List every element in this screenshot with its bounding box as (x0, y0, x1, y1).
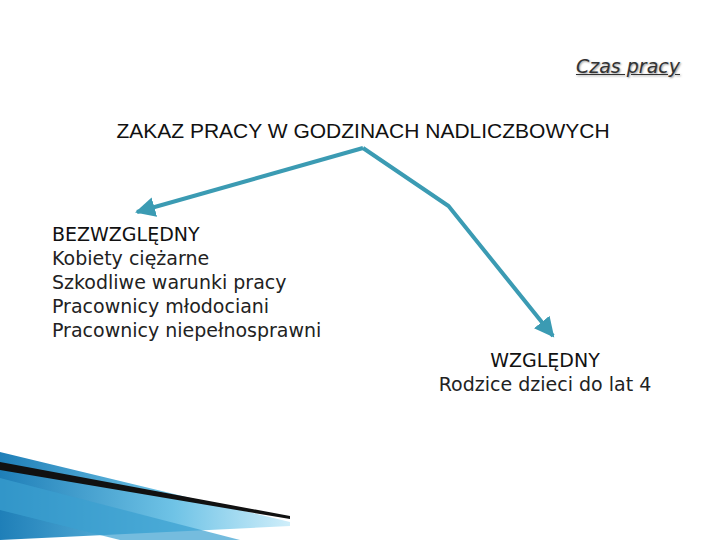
node-item: Pracownicy młodociani (52, 294, 321, 318)
swoosh-band (0, 478, 240, 540)
node-item: Kobiety ciężarne (52, 246, 321, 270)
node-heading: BEZWZGLĘDNY (52, 222, 321, 246)
node-item: Szkodliwe warunki pracy (52, 270, 321, 294)
arrow-connector (363, 148, 553, 336)
node-item: Rodzice dzieci do lat 4 (439, 372, 651, 396)
list-node: BEZWZGLĘDNYKobiety ciężarneSzkodliwe war… (52, 222, 321, 342)
node-heading: WZGLĘDNY (439, 348, 651, 372)
slide-title: Czas pracy (576, 55, 680, 77)
swoosh-fill (0, 452, 290, 540)
node-item: Pracownicy niepełnosprawni (52, 318, 321, 342)
heading-node: ZAKAZ PRACY W GODZINACH NADLICZBOWYCH (116, 118, 609, 144)
list-node: WZGLĘDNYRodzice dzieci do lat 4 (439, 348, 651, 396)
node-heading: ZAKAZ PRACY W GODZINACH NADLICZBOWYCH (116, 118, 609, 144)
arrow-connector (137, 148, 363, 212)
